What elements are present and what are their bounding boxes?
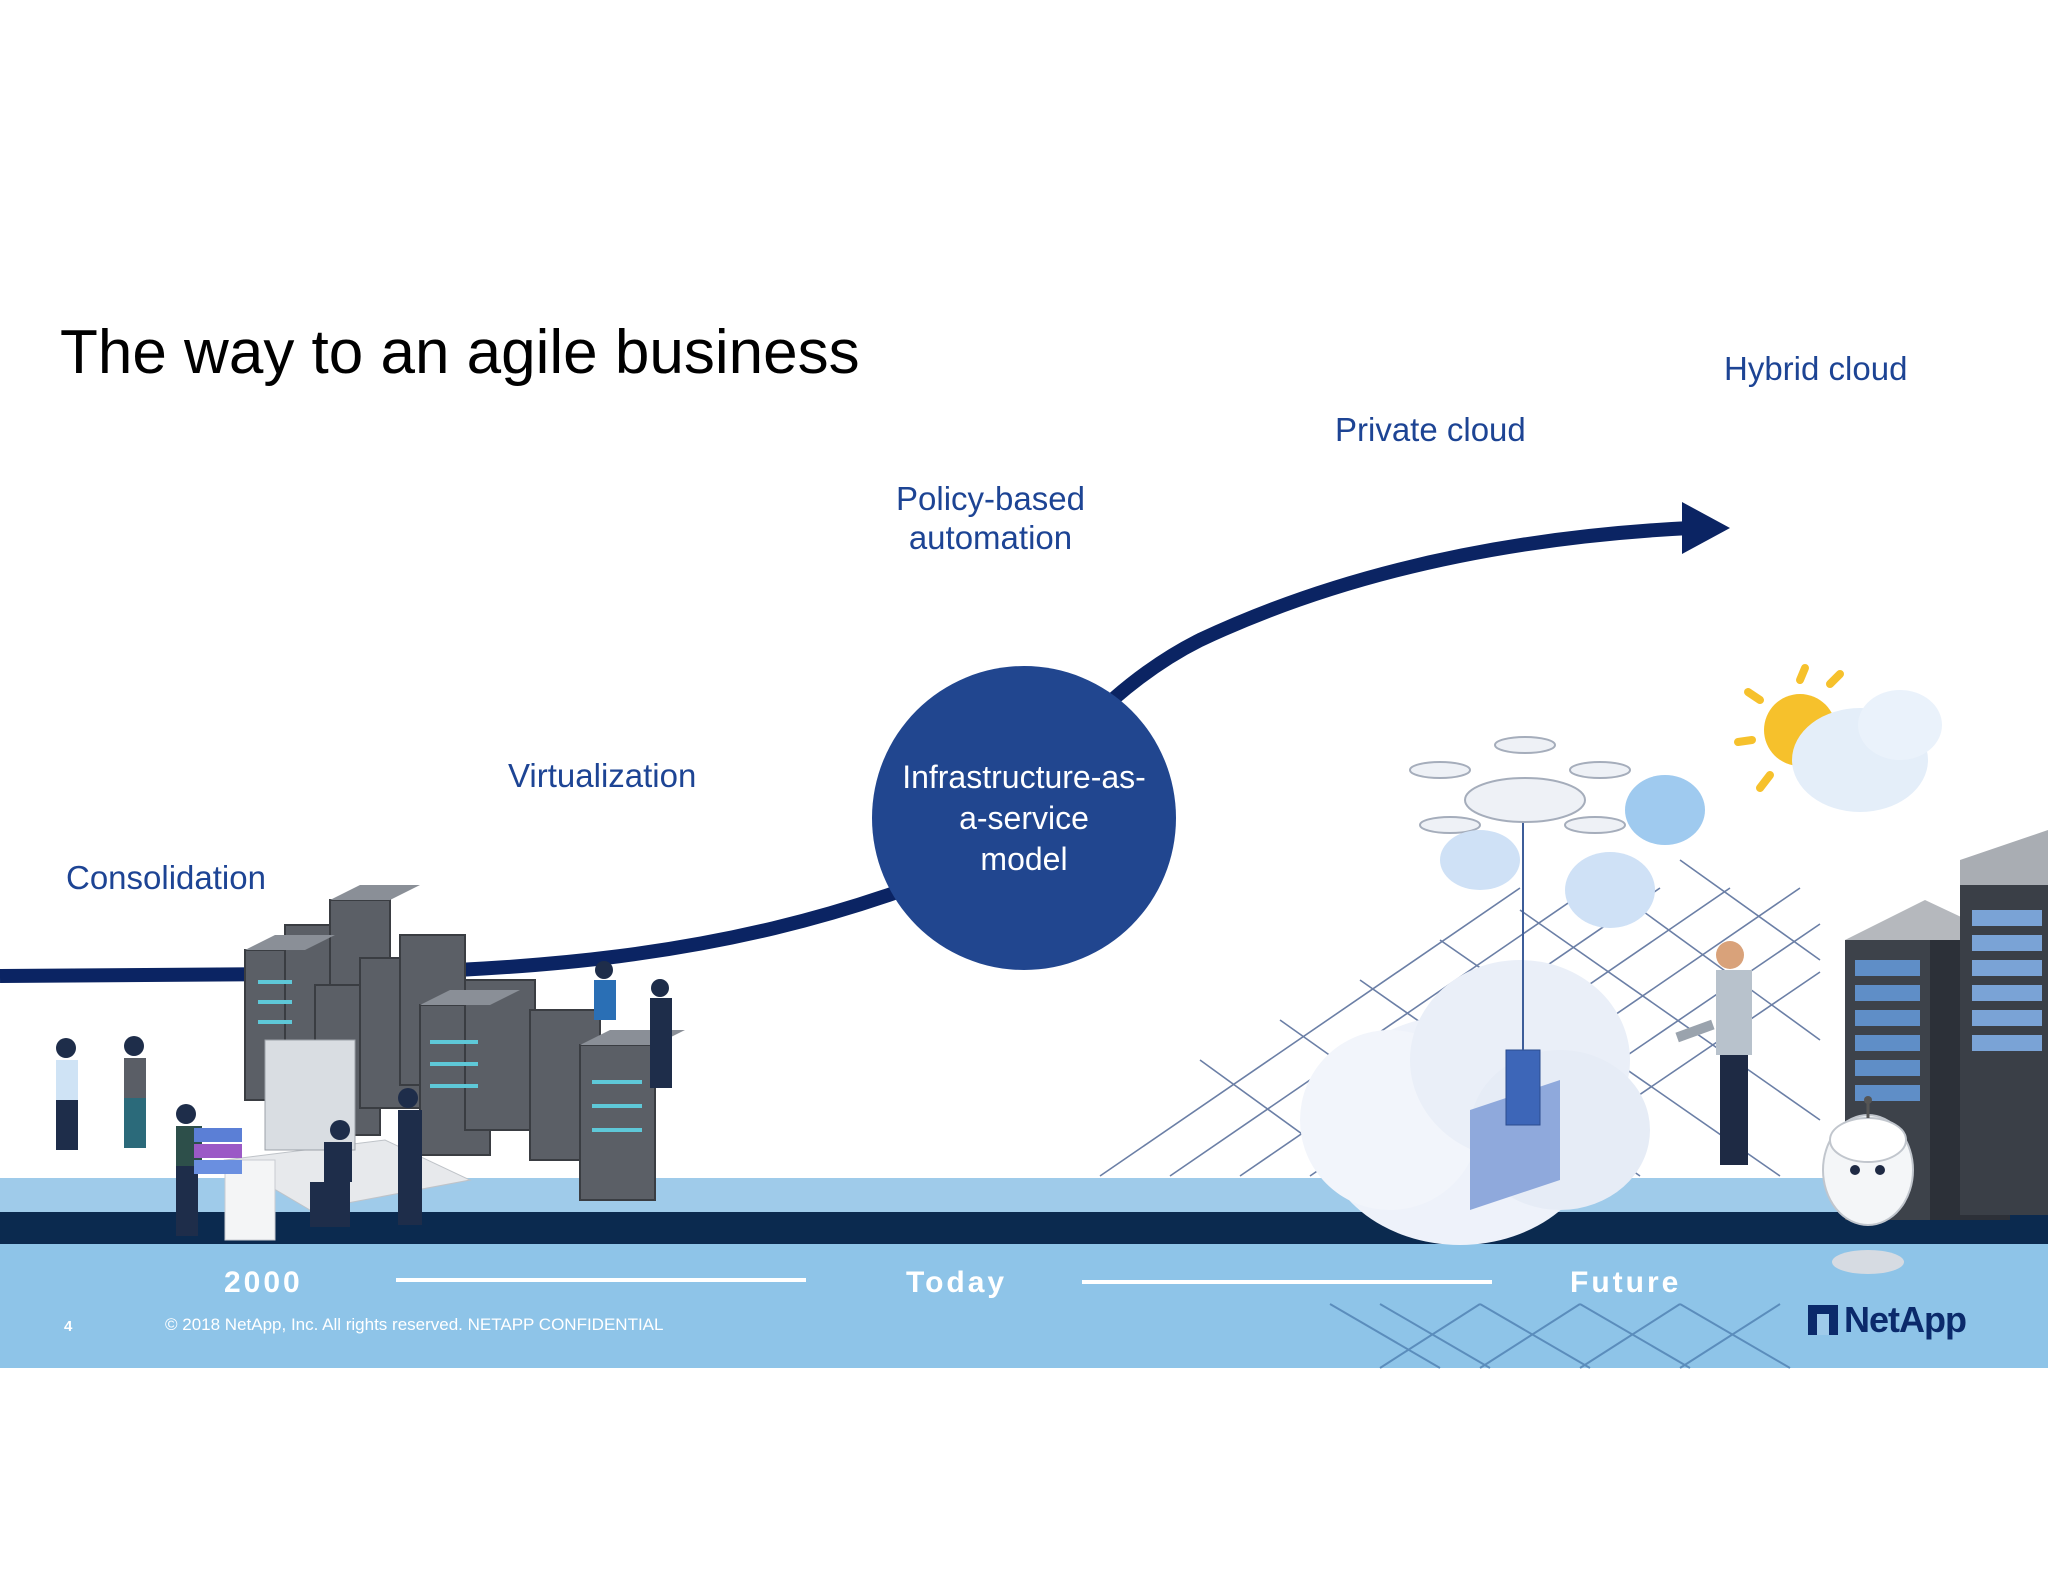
server-rack-icon (1845, 830, 2048, 1220)
netapp-wordmark: NetApp (1844, 1299, 1967, 1340)
stage-private-cloud: Private cloud (1335, 411, 1526, 448)
era-future: Future (1570, 1266, 1682, 1299)
netapp-mark-icon (1808, 1305, 1838, 1335)
netapp-logo: NetApp (1808, 1296, 1967, 1344)
era-2000: 2000 (224, 1266, 303, 1299)
copyright-notice: © 2018 NetApp, Inc. All rights reserved.… (165, 1315, 664, 1334)
sun-behind-cloud-icon (1734, 664, 1942, 812)
stacked-boxes (194, 1128, 242, 1174)
drone-icon (1409, 736, 1631, 834)
stage-hybrid-cloud: Hybrid cloud (1724, 350, 1908, 387)
slide-number: 4 (64, 1318, 73, 1335)
footer-bar (0, 1244, 2048, 1368)
robot-icon (1822, 1096, 1914, 1274)
dark-band (0, 1212, 2048, 1244)
datacenter-server-racks-with-people-icon (56, 885, 685, 1241)
iaas-hub-label: Infrastructure-as- a-service model (902, 758, 1146, 877)
stage-virtualization: Virtualization (508, 757, 697, 794)
cloud-with-server-icon (1300, 810, 1650, 1245)
stage-consolidation: Consolidation (66, 859, 266, 896)
slide-title: The way to an agile business (60, 318, 860, 387)
era-today: Today (906, 1266, 1008, 1299)
journey-curve (0, 521, 1691, 983)
iaas-hub-circle: Infrastructure-as- a-service model (872, 666, 1176, 970)
small-clouds (1440, 775, 1705, 928)
footer-grid (1329, 1303, 1791, 1369)
arrow-head-icon (1682, 502, 1730, 554)
person-with-tablet-icon (1675, 941, 1752, 1165)
stage-policy-based-automation: Policy-based automation (896, 480, 1085, 556)
